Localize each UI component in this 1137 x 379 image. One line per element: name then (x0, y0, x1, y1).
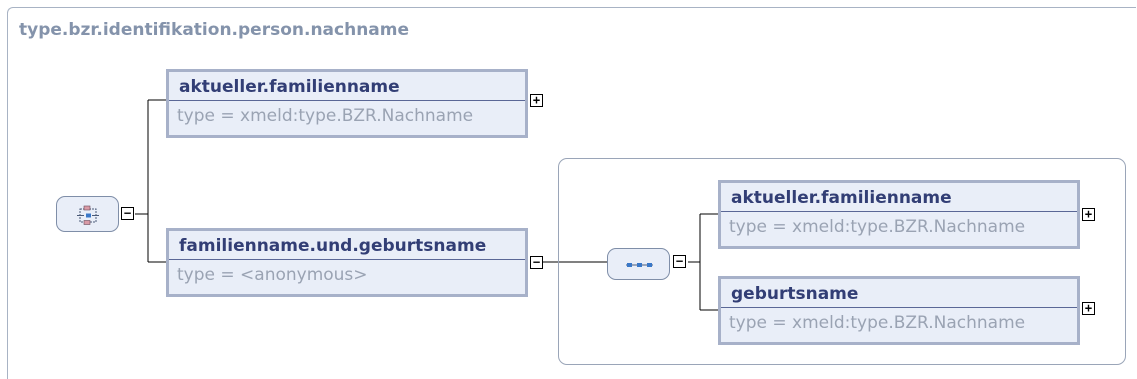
choice-icon (77, 205, 99, 225)
element-divider (721, 307, 1077, 308)
sequence-compositor[interactable] (607, 248, 670, 280)
element-type: type = <anonymous> (177, 265, 368, 285)
expand-toggle[interactable]: + (1082, 302, 1095, 315)
choice-compositor[interactable] (56, 196, 119, 232)
collapse-toggle[interactable]: − (530, 256, 543, 269)
element-familienname-und-geburtsname[interactable]: familienname.und.geburtsname type = <ano… (166, 228, 528, 297)
element-type: type = xmeld:type.BZR.Nachname (729, 313, 1026, 333)
element-name: geburtsname (731, 284, 859, 304)
element-type: type = xmeld:type.BZR.Nachname (177, 106, 474, 126)
diagram-title: type.bzr.identifikation.person.nachname (19, 20, 410, 40)
element-aktueller-familienname[interactable]: aktueller.familienname type = xmeld:type… (166, 69, 528, 138)
diagram-frame (7, 7, 1136, 379)
expand-toggle[interactable]: + (1082, 208, 1095, 221)
element-divider (169, 259, 525, 260)
element-name: familienname.und.geburtsname (179, 236, 487, 256)
expand-toggle[interactable]: + (530, 94, 543, 107)
element-type: type = xmeld:type.BZR.Nachname (729, 217, 1026, 237)
sequence-icon (626, 263, 653, 267)
element-name: aktueller.familienname (731, 188, 952, 208)
element-name: aktueller.familienname (179, 77, 400, 97)
element-aktueller-familienname-nested[interactable]: aktueller.familienname type = xmeld:type… (718, 180, 1080, 249)
sequence-group-box (558, 158, 1126, 365)
element-divider (721, 211, 1077, 212)
element-geburtsname[interactable]: geburtsname type = xmeld:type.BZR.Nachna… (718, 276, 1080, 345)
sequence-collapse-toggle[interactable]: − (673, 255, 686, 268)
choice-collapse-toggle[interactable]: − (121, 207, 134, 220)
element-divider (169, 100, 525, 101)
